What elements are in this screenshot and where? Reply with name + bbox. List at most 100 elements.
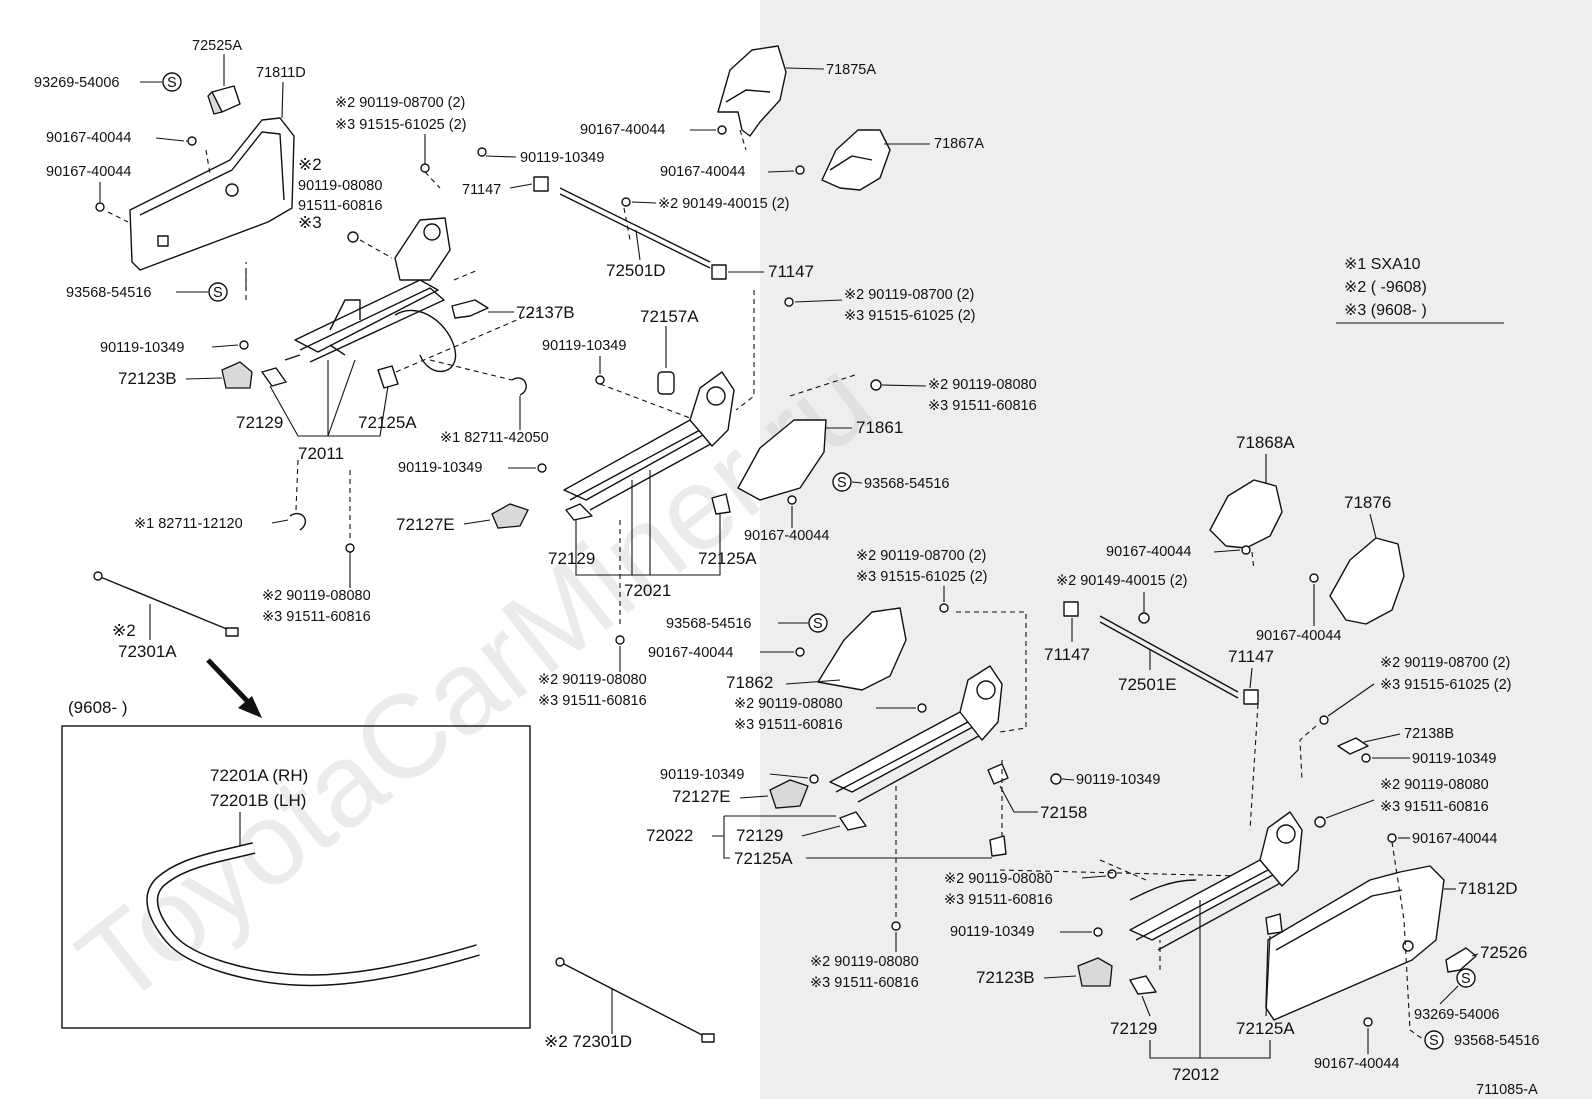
svg-text:S: S — [813, 616, 823, 632]
label-90167-40044: 90167-40044 — [580, 122, 665, 138]
label-72123b: 72123B — [118, 369, 177, 388]
label-90119-08700: ※2 90119-08700 (2) — [856, 548, 986, 564]
part-72501e-rod — [1099, 615, 1239, 699]
bolt-icon — [917, 703, 927, 713]
label-72123b: 72123B — [976, 968, 1035, 987]
label-93568-54516: 93568-54516 — [66, 285, 151, 301]
label-91511-60816: 91511-60816 — [298, 198, 382, 214]
part-72125a-left — [377, 365, 399, 389]
label-90119-08080: ※2 90119-08080 — [1380, 777, 1489, 793]
bolt-icon — [784, 297, 794, 307]
arrow-icon — [206, 658, 262, 718]
label-90119-10349: 90119-10349 — [520, 150, 604, 166]
part-71147-nut — [711, 264, 727, 280]
label-90119-08080: 90119-08080 — [298, 178, 382, 194]
bolt-icon — [1387, 833, 1397, 843]
bolt-icon — [1107, 869, 1117, 879]
label-71861: 71861 — [856, 418, 903, 437]
label-72301d: ※2 72301D — [544, 1032, 632, 1051]
bolt-icon — [239, 340, 249, 350]
label-91515-61025: ※3 91515-61025 (2) — [1380, 677, 1511, 693]
label-72129: 72129 — [1110, 1019, 1157, 1038]
label-90167-40044: 90167-40044 — [660, 164, 745, 180]
part-71875a-cover — [717, 45, 787, 137]
label-90167-40044: 90167-40044 — [648, 645, 733, 661]
label-82711-12120: ※1 82711-12120 — [134, 516, 243, 532]
bolt-icon — [891, 921, 901, 931]
part-72011-adjuster — [284, 217, 457, 372]
bolt-icon — [870, 379, 882, 391]
part-72125a-right — [1265, 913, 1283, 935]
label-90119-08080: ※2 90119-08080 — [538, 672, 647, 688]
part-71876-cover — [1329, 537, 1405, 625]
label-72125a: 72125A — [1236, 1019, 1295, 1038]
legend-row-3: ※3 (9608- ) — [1344, 302, 1427, 319]
label-71868a: 71868A — [1236, 433, 1295, 452]
label-90119-10349: 90119-10349 — [542, 338, 626, 354]
part-72129-right — [1129, 975, 1157, 995]
label-93568-54516: 93568-54516 — [864, 476, 949, 492]
label-91511-60816: ※3 91511-60816 — [928, 398, 1037, 414]
label-72125a: 72125A — [734, 849, 793, 868]
part-72125a-lower — [989, 835, 1007, 857]
part-71147-nut — [1243, 689, 1259, 705]
label-91511-60816: ※3 91511-60816 — [262, 609, 371, 625]
label-90167-40044: 90167-40044 — [1412, 831, 1497, 847]
bolt-icon — [477, 147, 487, 157]
s-washer-icon: S — [1456, 968, 1476, 988]
bolt-icon — [787, 495, 797, 505]
label-72022: 72022 — [646, 826, 693, 845]
bolt-icon — [717, 125, 727, 135]
label-90119-08080: ※2 90119-08080 — [928, 377, 1037, 393]
bolt-icon — [345, 543, 355, 553]
label-72301a: 72301A — [118, 642, 177, 661]
label-71867a: 71867A — [934, 136, 984, 152]
label-90119-08700: ※2 90119-08700 (2) — [844, 287, 974, 303]
label-72129: 72129 — [548, 549, 595, 568]
label-72125a: 72125A — [698, 549, 757, 568]
inset-frame — [61, 725, 531, 1029]
s-washer-icon: S — [162, 72, 182, 92]
svg-text:S: S — [1429, 1033, 1439, 1049]
label-72501d: 72501D — [606, 261, 666, 280]
label-90119-10349: 90119-10349 — [100, 340, 184, 356]
label-72201b-lh: 72201B (LH) — [210, 791, 306, 810]
label-91511-60816: ※3 91511-60816 — [1380, 799, 1489, 815]
part-71867a-cover — [821, 129, 891, 191]
label-93568-54516: 93568-54516 — [1454, 1033, 1539, 1049]
bolt-icon — [537, 463, 547, 473]
label-72011: 72011 — [298, 444, 344, 463]
label-93269-54006: 93269-54006 — [34, 75, 119, 91]
bolt-icon — [1309, 573, 1319, 583]
part-72301d-cable — [555, 957, 715, 1043]
part-72123b-left — [221, 361, 253, 389]
figure-code: 711085-A — [1476, 1082, 1538, 1098]
label-90119-08080: ※2 90119-08080 — [262, 588, 371, 604]
label-90119-08080: ※2 90119-08080 — [944, 871, 1053, 887]
legend-row-2: ※2 ( -9608) — [1344, 279, 1427, 296]
label-72012: 72012 — [1172, 1065, 1219, 1084]
label-71147: 71147 — [1044, 645, 1090, 664]
part-72201-bar — [146, 842, 480, 987]
part-72127e-lower — [769, 779, 809, 809]
part-72125a-mid — [711, 493, 731, 515]
label-71875a: 71875A — [826, 62, 876, 78]
label-90149-40015: ※2 90149-40015 (2) — [1056, 573, 1187, 589]
label-90167-40044: 90167-40044 — [744, 528, 829, 544]
part-72022-adjuster — [829, 665, 1003, 803]
part-72157a-spacer — [657, 371, 675, 395]
bolt-icon — [615, 635, 625, 645]
label-90167-40044: 90167-40044 — [1314, 1056, 1399, 1072]
label-91511-60816: ※3 91511-60816 — [944, 892, 1053, 908]
label-90119-10349: 90119-10349 — [1412, 751, 1496, 767]
label-90167-40044: 90167-40044 — [46, 164, 131, 180]
bolt-icon — [795, 165, 805, 175]
label-90119-08700: ※2 90119-08700 (2) — [335, 95, 465, 111]
label-72501e: 72501E — [1118, 675, 1177, 694]
label-mark2-72301a: ※2 — [112, 621, 136, 640]
bolt-icon — [809, 774, 819, 784]
label-90119-10349: 90119-10349 — [1076, 772, 1160, 788]
bolt-icon — [1363, 1017, 1373, 1027]
svg-text:S: S — [213, 285, 223, 301]
